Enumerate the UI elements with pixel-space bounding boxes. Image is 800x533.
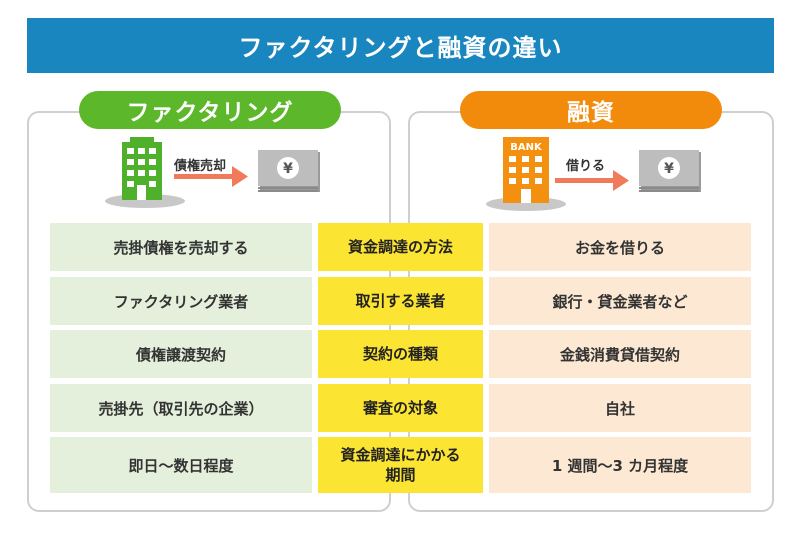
category-cell: 契約の種類 [318, 330, 483, 378]
factoring-cell: 売掛先（取引先の企業） [50, 384, 312, 432]
bank-building-icon: BANK [503, 137, 549, 203]
loan-heading: 融資 [460, 91, 722, 129]
category-cell: 審査の対象 [318, 384, 483, 432]
factoring-cell: 即日〜数日程度 [50, 437, 312, 493]
yen-bills-icon: ¥ [258, 150, 320, 192]
company-building-icon [122, 137, 162, 200]
yen-bills-icon: ¥ [639, 150, 701, 192]
factoring-cell: ファクタリング業者 [50, 277, 312, 325]
loan-cell: お金を借りる [489, 223, 751, 271]
yen-symbol: ¥ [664, 161, 674, 177]
arrow-right-icon [555, 170, 629, 191]
category-cell: 資金調達にかかる期間 [318, 437, 483, 493]
factoring-heading: ファクタリング [79, 91, 341, 129]
factoring-arrow-label: 債権売却 [174, 159, 227, 174]
loan-illustration: BANK ¥ [486, 137, 701, 211]
category-cell: 資金調達の方法 [318, 223, 483, 271]
category-cell: 取引する業者 [318, 277, 483, 325]
factoring-cell: 売掛債権を売却する [50, 223, 312, 271]
factoring-illustration: ¥ [105, 137, 320, 208]
loan-cell: 1 週間〜3 カ月程度 [489, 437, 751, 493]
page-title: ファクタリングと融資の違い [27, 18, 774, 73]
loan-cell: 自社 [489, 384, 751, 432]
loan-cell: 銀行・貸金業者など [489, 277, 751, 325]
factoring-cell: 債権譲渡契約 [50, 330, 312, 378]
bank-label: BANK [510, 142, 543, 153]
loan-cell: 金銭消費貸借契約 [489, 330, 751, 378]
yen-symbol: ¥ [283, 161, 293, 177]
loan-arrow-label: 借りる [566, 159, 606, 174]
arrow-right-icon [174, 166, 248, 187]
